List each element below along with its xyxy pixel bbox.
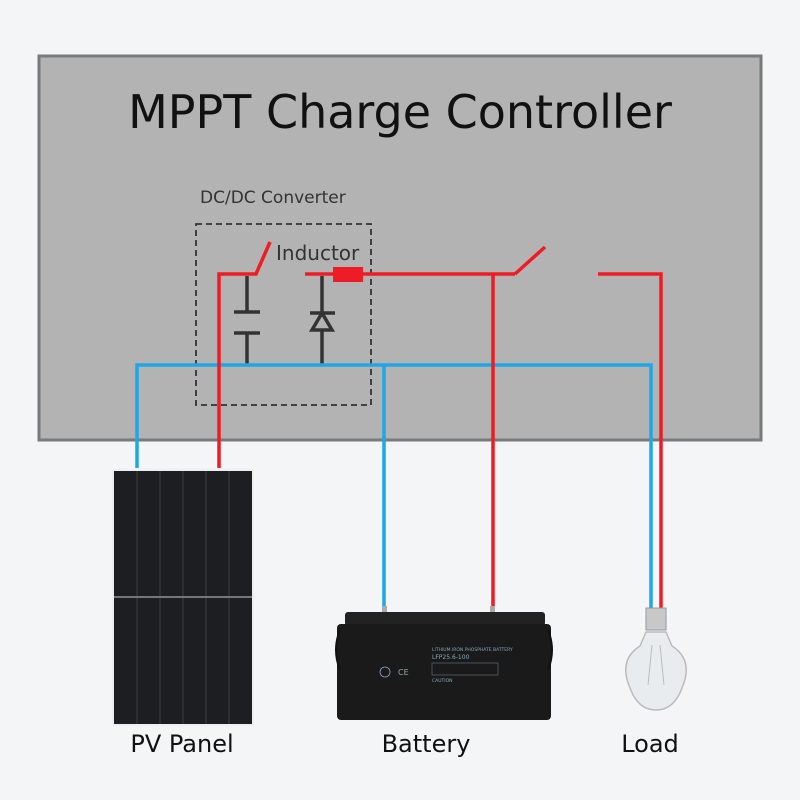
load-label: Load — [621, 730, 679, 758]
inductor-label: Inductor — [276, 241, 360, 265]
inductor-icon — [333, 267, 363, 282]
svg-text:LFP25.6-100: LFP25.6-100 — [432, 654, 470, 661]
converter-label: DC/DC Converter — [200, 188, 346, 208]
battery-label: Battery — [381, 730, 471, 758]
negative-wires — [135, 363, 653, 612]
converter-box — [195, 223, 372, 406]
battery-image: LITHIUM IRON PHOSPHATE BATTERY LFP25.6-1… — [335, 606, 553, 720]
diode-icon — [308, 276, 336, 365]
capacitor-icon — [234, 276, 260, 365]
title: MPPT Charge Controller — [128, 85, 672, 139]
svg-text:CE: CE — [398, 668, 409, 677]
svg-text:CAUTION: CAUTION — [432, 678, 453, 684]
controller-box — [37, 54, 763, 442]
light-bulb-image — [625, 607, 687, 711]
pv-panel-image — [112, 469, 254, 726]
svg-text:LITHIUM IRON PHOSPHATE BATTERY: LITHIUM IRON PHOSPHATE BATTERY — [432, 647, 513, 653]
pv-panel-label: PV Panel — [130, 730, 234, 758]
